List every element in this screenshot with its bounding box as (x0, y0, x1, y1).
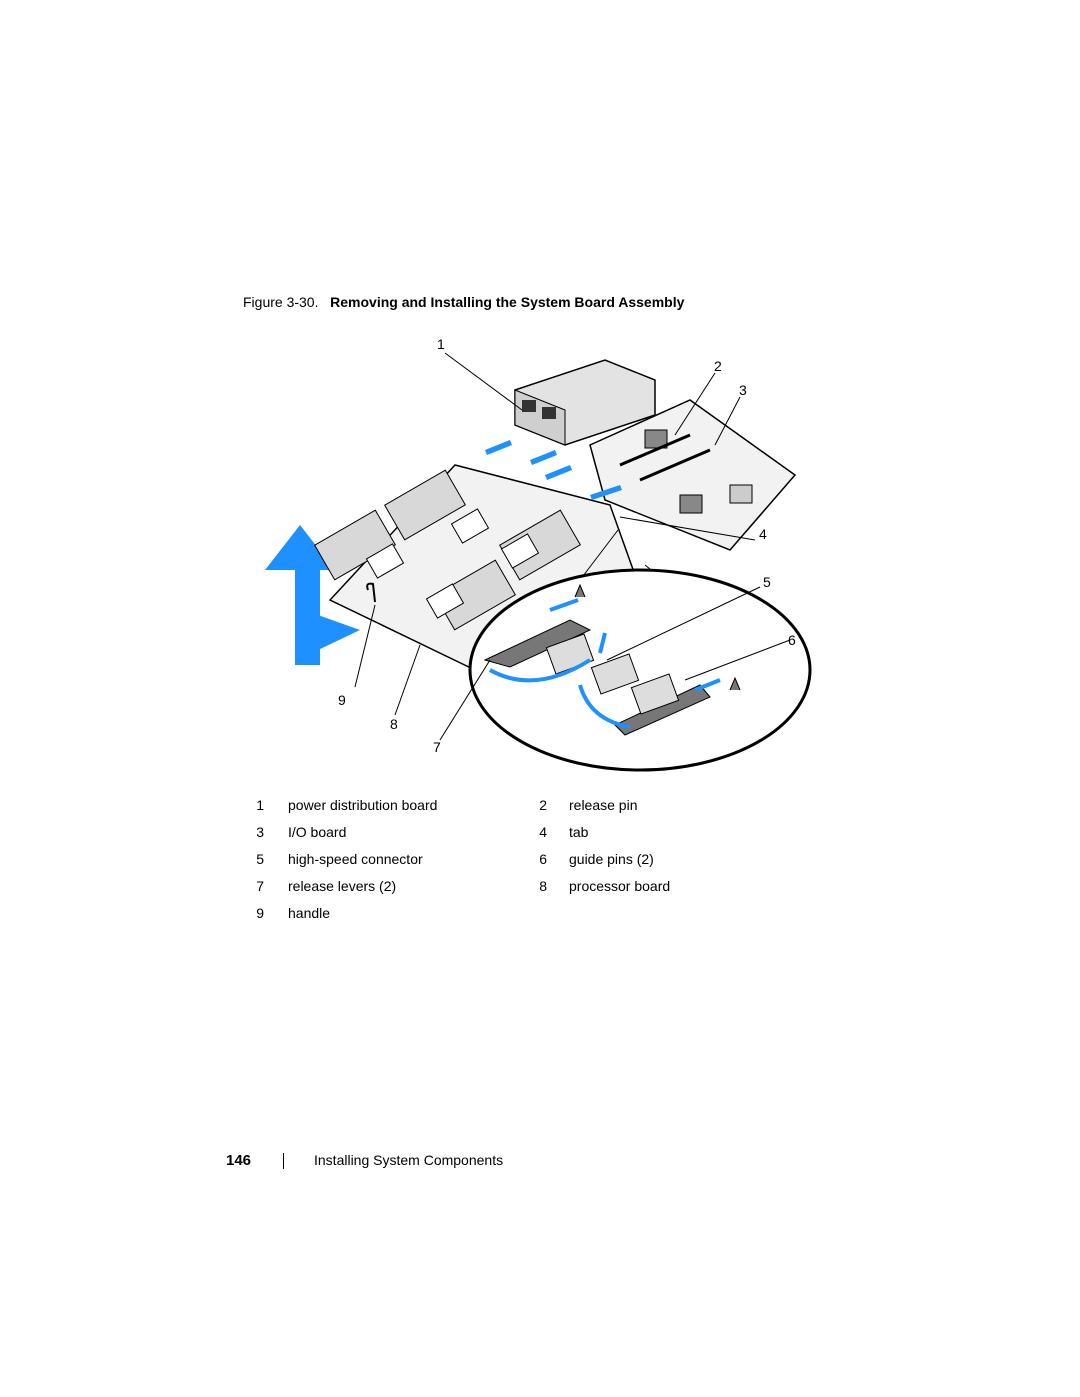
guide-pin-shape-1 (574, 583, 586, 598)
footer-divider (283, 1153, 284, 1169)
legend-label: I/O board (288, 824, 347, 840)
legend-number: 3 (256, 824, 264, 840)
legend-number: 6 (539, 851, 547, 867)
callout-9: 9 (338, 692, 346, 708)
callout-5: 5 (763, 574, 771, 590)
legend-label: guide pins (2) (569, 851, 654, 867)
system-board-illustration: 1 2 3 4 5 6 7 8 9 (260, 335, 820, 775)
figure-number: Figure 3-30. (243, 294, 319, 310)
connector-arrows-icon (485, 440, 622, 500)
callout-3: 3 (739, 382, 747, 398)
legend-label: handle (288, 905, 331, 921)
legend-label: power distribution board (288, 797, 438, 813)
handle-shape (366, 582, 376, 603)
guide-pin-shape-2 (729, 676, 741, 691)
figure-title: Removing and Installing the System Board… (330, 294, 685, 310)
legend-number: 5 (256, 851, 264, 867)
io-board-shape (589, 399, 797, 551)
legend-number: 8 (539, 878, 547, 894)
figure-caption: Figure 3-30. Removing and Installing the… (243, 294, 684, 310)
callout-8: 8 (390, 716, 398, 732)
legend-label: release pin (569, 797, 638, 813)
legend-label: processor board (569, 878, 671, 894)
release-lever-detail (483, 583, 741, 736)
legend-number: 7 (256, 878, 264, 894)
page-number: 146 (226, 1152, 252, 1169)
lift-arrow-icon (265, 525, 360, 665)
section-title: Installing System Components (314, 1152, 504, 1168)
callout-2: 2 (714, 358, 722, 374)
legend-number: 4 (539, 824, 547, 840)
legend-label: high-speed connector (288, 851, 423, 867)
power-distribution-board-shape (514, 359, 656, 446)
detail-zoom-circle (468, 568, 812, 772)
legend-label: release levers (2) (288, 878, 397, 894)
callout-1: 1 (437, 336, 445, 352)
callout-6: 6 (788, 632, 796, 648)
legend-number: 1 (256, 797, 264, 813)
legend-number: 9 (256, 905, 264, 921)
board-assembly-drawing (265, 352, 812, 772)
callout-7: 7 (433, 739, 441, 755)
legend-number: 2 (539, 797, 547, 813)
rotation-arrows-icon (489, 598, 721, 729)
legend-label: tab (569, 824, 589, 840)
callout-4: 4 (759, 526, 767, 542)
zoom-line-left (579, 529, 619, 581)
callout-leader-lines (354, 352, 791, 741)
